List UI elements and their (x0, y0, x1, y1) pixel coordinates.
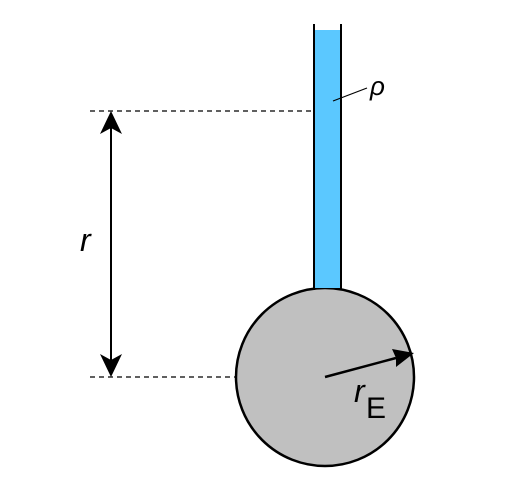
fluid-column (314, 30, 341, 288)
radius-arrow-head (392, 349, 414, 367)
radius-label-subscript: E (366, 392, 386, 425)
distance-arrow-top-head (100, 111, 122, 134)
density-label: ρ (369, 71, 385, 101)
distance-arrow-bottom-head (100, 354, 122, 377)
density-leader-line (332, 87, 368, 102)
distance-label: r (80, 222, 92, 258)
radius-label-main: r (354, 373, 366, 409)
radius-arrow-shaft (324, 356, 397, 379)
